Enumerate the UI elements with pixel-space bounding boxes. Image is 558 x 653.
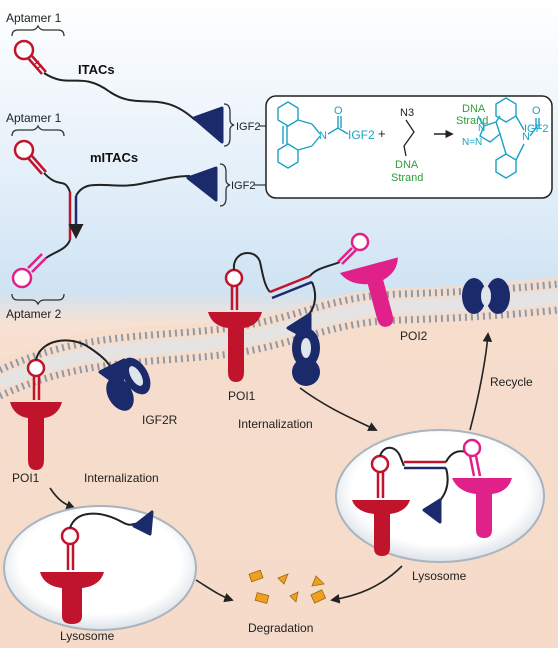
- o-atom-reactant: O: [334, 105, 343, 117]
- aptamer2-mid-loop: [350, 232, 370, 252]
- mid-duplex-a: [269, 274, 311, 294]
- igf2r-label: IGF2R: [142, 413, 178, 427]
- dna-product-line1: DNA: [462, 103, 486, 115]
- igf2r-left: [106, 357, 151, 411]
- recycle-label: Recycle: [490, 375, 533, 389]
- recycle-arrow: [469, 332, 493, 431]
- lysosome-left-label: Lysosome: [60, 629, 115, 643]
- click-chemistry-reaction-box: N O IGF2 + N3 DNA Strand DNA Strand N N=…: [265, 95, 553, 199]
- dna-reactant-line2: Strand: [391, 172, 423, 184]
- poi1-left-label: POI1: [12, 471, 40, 485]
- triazole-n1: N: [478, 123, 485, 134]
- internalization-mid-label: Internalization: [238, 417, 313, 431]
- igf2-mid-label: IGF2: [231, 180, 255, 192]
- internalization-left-label: Internalization: [84, 471, 159, 485]
- lysosome-left: [3, 505, 197, 631]
- lysosome-right: [335, 429, 545, 563]
- aptamer-on-poi1-left: [26, 339, 113, 400]
- aptamer1-top-label: Aptamer 1: [6, 11, 62, 25]
- dbco-igf2-reactant: [277, 101, 349, 169]
- n-atom-reactant: N: [319, 130, 327, 142]
- mid-duplex-b: [271, 280, 313, 300]
- degradation-label: Degradation: [248, 621, 313, 635]
- poi1-mid-receptor: [208, 268, 262, 382]
- itacs-linker: [43, 72, 196, 121]
- degradation-fragments: [248, 569, 327, 604]
- poi2-label: POI2: [400, 329, 428, 343]
- o-atom-product: O: [532, 105, 541, 117]
- igf2-ligand-mid: [186, 166, 218, 202]
- igf2-ligand-top: [192, 106, 224, 144]
- n-atom-product: N: [522, 131, 530, 143]
- poi2-receptor: [339, 257, 398, 327]
- aptamer1-hairpin: [13, 39, 47, 75]
- aptamer2-hairpin: [11, 253, 47, 289]
- mitacs-construct: Aptamer 1 mITACs IGF2 Aptamer 2: [6, 111, 266, 321]
- aptamer1-mid-label: Aptamer 1: [6, 111, 62, 125]
- igf2-reactant-label: IGF2: [348, 128, 375, 142]
- dna-product-line2: Strand: [456, 115, 488, 127]
- internalization-mid-arrow: [299, 387, 378, 431]
- lysosome-right-label: Lysosome: [412, 569, 467, 583]
- triazole-n2: N=N: [462, 137, 482, 148]
- aptamer2-label: Aptamer 2: [6, 307, 62, 321]
- igf2-top-label: IGF2: [236, 121, 260, 133]
- itacs-construct: Aptamer 1 ITACs IGF2: [6, 11, 266, 147]
- igf2r-recycled: [462, 278, 510, 314]
- plus-sign: +: [378, 126, 386, 141]
- itacs-label: ITACs: [78, 62, 115, 77]
- triazole-product: [479, 97, 540, 179]
- aptamer1-brace: [11, 24, 65, 37]
- poi1-mid-label: POI1: [228, 389, 256, 403]
- aptamer1-mid-hairpin: [13, 139, 47, 175]
- internalization-left-arrow: [49, 487, 76, 510]
- igf2-product-label: IGF2: [524, 123, 548, 135]
- igf2-brace-top: [223, 103, 235, 147]
- azide-label: N3: [400, 107, 414, 119]
- degradation-left-arrow: [195, 579, 234, 603]
- mitacs-label: mITACs: [90, 150, 138, 165]
- poi1-left-receptor: [10, 402, 62, 470]
- igf2r-mid: [292, 328, 320, 386]
- degradation-right-arrow: [330, 565, 403, 604]
- dna-reactant-line1: DNA: [395, 159, 419, 171]
